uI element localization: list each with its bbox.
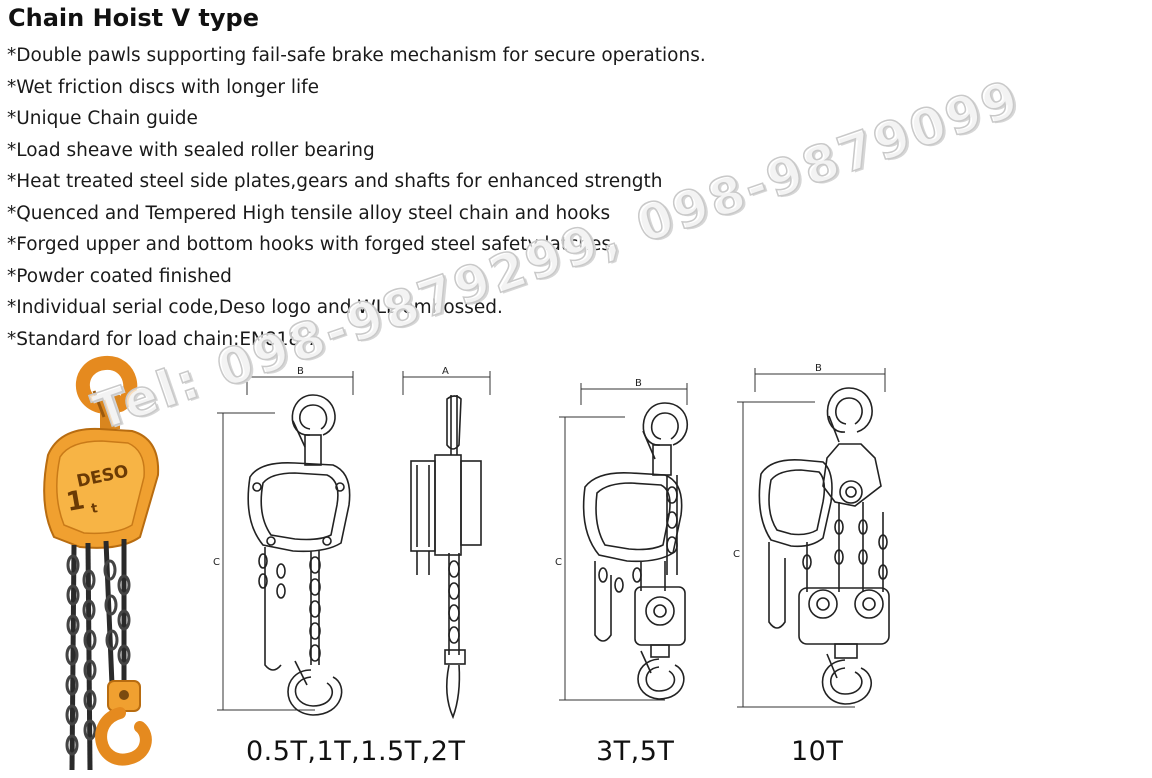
feature-item: *Forged upper and bottom hooks with forg…	[7, 234, 611, 255]
dim-label-b: B	[635, 378, 642, 389]
capacity-unit: t	[90, 501, 99, 517]
caption-small-capacities: 0.5T,1T,1.5T,2T	[246, 736, 466, 767]
feature-item: *Powder coated finished	[7, 265, 232, 287]
drawing-front-small: B C	[213, 366, 354, 716]
dim-label-c: C	[555, 557, 562, 568]
feature-item: *Heat treated steel side plates,gears an…	[7, 171, 663, 192]
feature-list: *Double pawls supporting fail-safe brake…	[7, 40, 706, 355]
drawing-side-small: A	[402, 366, 491, 720]
feature-item: *Individual serial code,Deso logo and WL…	[7, 297, 503, 318]
feature-item: *Load sheave with sealed roller bearing	[7, 139, 375, 161]
feature-item: *Unique Chain guide	[7, 108, 198, 129]
dim-label-b: B	[297, 366, 304, 377]
drawing-front-large: B C	[733, 363, 890, 708]
caption-large-capacity: 10T	[791, 736, 844, 767]
product-photo: DESO 1 t	[43, 356, 160, 771]
capacity-mark: 1	[64, 485, 87, 518]
page-title: Chain Hoist V type	[8, 4, 259, 32]
dim-label-c: C	[213, 557, 220, 568]
feature-item: *Wet friction discs with longer life	[7, 76, 320, 98]
feature-item: *Standard for load chain:EN818-7	[7, 328, 319, 350]
feature-item: *Double pawls supporting fail-safe brake…	[7, 45, 706, 66]
dim-label-b: B	[815, 363, 822, 374]
dim-label-c: C	[733, 549, 740, 560]
caption-medium-capacities: 3T,5T	[596, 736, 675, 767]
drawing-front-medium: B C	[555, 378, 688, 701]
dim-label-a: A	[442, 366, 449, 377]
feature-item: *Quenced and Tempered High tensile alloy…	[7, 202, 611, 224]
